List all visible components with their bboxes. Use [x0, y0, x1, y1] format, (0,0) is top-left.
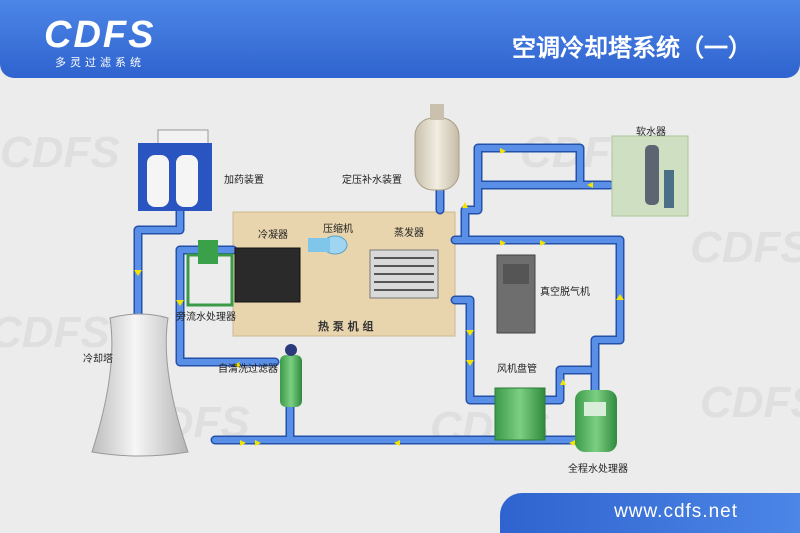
brand-logo: CDFS: [44, 14, 156, 56]
vacuum-degasser: [496, 254, 536, 334]
label-bypass-treater: 旁流水处理器: [176, 312, 236, 323]
watermark: CDFS: [700, 378, 800, 427]
label-cooling-tower: 冷却塔: [83, 354, 113, 365]
label-vacuum-degasser: 真空脱气机: [540, 287, 590, 298]
brand-subtitle: 多灵过滤系统: [55, 56, 145, 69]
condenser: [234, 247, 301, 303]
cooling-tower: [91, 313, 189, 457]
bypass-water-treater: [186, 240, 234, 307]
label-dosing: 加药装置: [224, 175, 264, 186]
watermark: CDFS: [0, 308, 110, 357]
label-compressor: 压缩机: [323, 224, 353, 235]
page-title: 空调冷却塔系统（一）: [512, 34, 752, 62]
flow-arrows: [134, 148, 624, 446]
label-evaporator: 蒸发器: [394, 228, 424, 239]
water-softener: [611, 135, 689, 217]
watermark: CDFS: [690, 223, 800, 272]
label-condenser: 冷凝器: [258, 230, 288, 241]
compressor: [308, 235, 348, 255]
label-full-treater: 全程水处理器: [568, 464, 628, 475]
diagram-canvas: CDFS CDFS CDFS CDFS CDFS CDFS CDFS CDFS: [0, 78, 800, 533]
label-softener: 软水器: [636, 127, 666, 138]
footer-bar: www.cdfs.net: [500, 493, 800, 533]
system-diagram: [91, 104, 689, 457]
header-bar: CDFS 多灵过滤系统 空调冷却塔系统（一）: [0, 0, 800, 78]
evaporator: [369, 249, 439, 299]
self-cleaning-filter: [280, 344, 302, 407]
fan-coil: [494, 387, 546, 441]
watermark: CDFS: [0, 128, 120, 177]
label-pressure-makeup: 定压补水装置: [342, 175, 402, 186]
website-url: www.cdfs.net: [614, 501, 738, 522]
label-self-clean-filter: 自清洗过滤器: [218, 364, 278, 375]
dosing-device: [138, 129, 212, 211]
pressure-makeup-tank: [414, 104, 460, 191]
full-process-treater: [575, 390, 617, 452]
label-fan-coil: 风机盘管: [497, 364, 537, 375]
label-heat-pump: 热 泵 机 组: [318, 320, 374, 333]
